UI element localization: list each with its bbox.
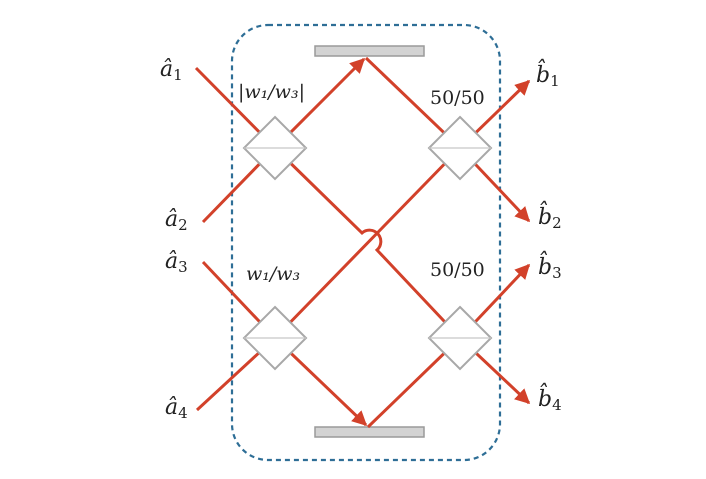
beam-splitter-4 <box>427 305 493 371</box>
input-label-a3: â3 <box>165 249 188 276</box>
input-label-a1: â1 <box>160 57 183 84</box>
output-label-b1: b̂1 <box>536 59 560 90</box>
output-label-b2: b̂2 <box>538 201 562 232</box>
splitter-ratio-top-left: |w₁/w₃| <box>238 81 305 103</box>
splitter-ratio-bottom-right: 50/50 <box>430 259 485 281</box>
beam-splitter-1 <box>242 115 308 181</box>
input-label-a4: â4 <box>165 395 188 422</box>
splitter-ratio-top-right: 50/50 <box>430 87 485 109</box>
beam-splitter-2 <box>427 115 493 181</box>
splitter-ratio-bottom-left: w₁/w₃ <box>246 263 300 285</box>
beam-bs3-to-bs2 <box>273 146 462 340</box>
input-label-a2: â2 <box>165 207 188 234</box>
bottom-mirror <box>314 426 425 438</box>
dashed-enclosure <box>230 23 502 462</box>
output-label-b3: b̂3 <box>538 251 562 282</box>
beam-splitter-3 <box>242 305 308 371</box>
output-label-b4: b̂4 <box>538 383 562 414</box>
top-mirror <box>314 45 425 57</box>
